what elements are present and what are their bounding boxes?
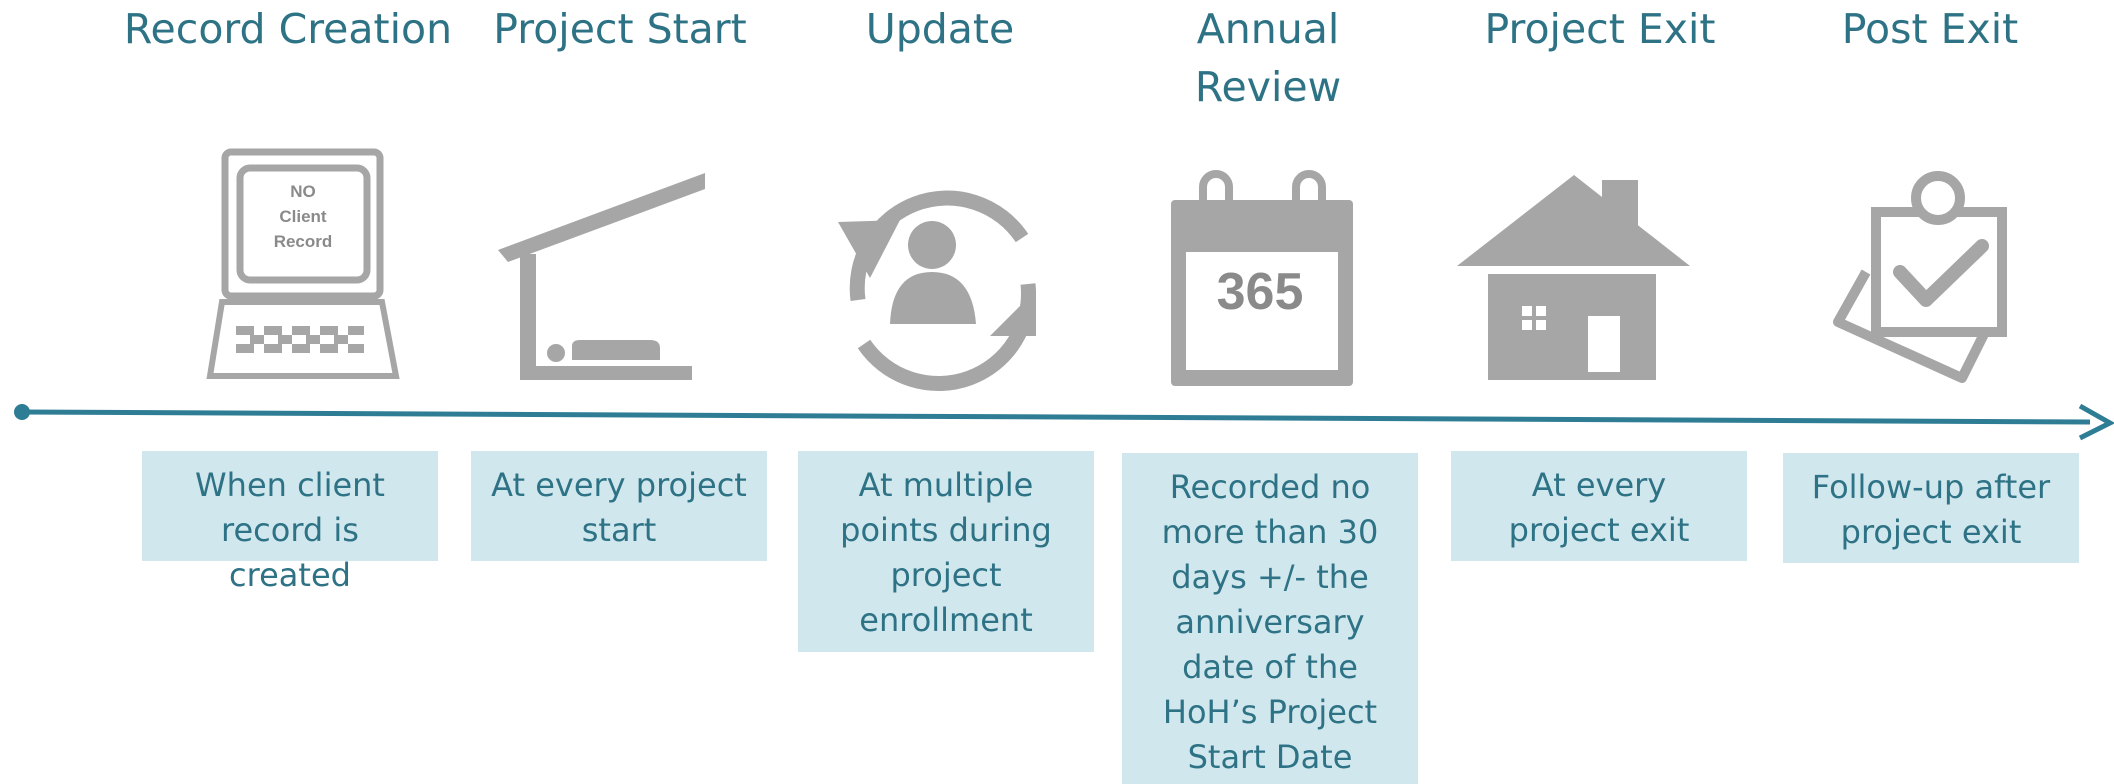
stage-description-text: At multiple points during project enroll… [840, 466, 1052, 639]
computer-icon-text-3: Record [274, 232, 333, 251]
stage-description-annual-review: Recorded no more than 30 days +/- the an… [1122, 453, 1418, 784]
calendar-icon: 365 [1171, 170, 1353, 386]
stage-title-post-exit: Post Exit [1841, 5, 2019, 53]
stage-description-text: Recorded no more than 30 days +/- the an… [1161, 468, 1379, 776]
stage-description-post-exit: Follow-up after project exit [1783, 453, 2079, 563]
house-icon [1457, 175, 1690, 380]
stage-description-project-start: At every project start [471, 451, 767, 561]
stage-title-record-creation: Record Creation [123, 5, 453, 53]
stage-title-project-exit: Project Exit [1484, 5, 1716, 53]
stage-title-project-start: Project Start [493, 5, 747, 53]
stage-title-update: Update [865, 5, 1015, 53]
stage-description-record-creation: When client record is created [142, 451, 438, 594]
stage-title-annual-review: Annual Review [1118, 0, 1418, 116]
shelter-icon [498, 173, 705, 380]
computer-icon-text-2: Client [279, 207, 327, 226]
stage-description-project-exit: At every project exit [1451, 451, 1747, 561]
clipboard-check-icon [1833, 171, 2007, 383]
stage-description-text: When client record is created [195, 466, 385, 594]
timeline-arrow [14, 403, 2114, 441]
calendar-icon-text: 365 [1217, 263, 1304, 321]
computer-icon-text-1: NO [290, 182, 316, 201]
timeline-start-dot [14, 404, 30, 420]
computer-icon: NO Client Record [206, 148, 400, 379]
stage-description-update: At multiple points during project enroll… [798, 451, 1094, 652]
user-refresh-icon [838, 190, 1036, 391]
stage-title-annual-review-text: Annual Review [1194, 5, 1342, 111]
stage-description-text: At every project exit [1508, 466, 1690, 549]
stage-description-text: Follow-up after project exit [1811, 468, 2051, 551]
stage-description-text: At every project start [491, 466, 747, 549]
